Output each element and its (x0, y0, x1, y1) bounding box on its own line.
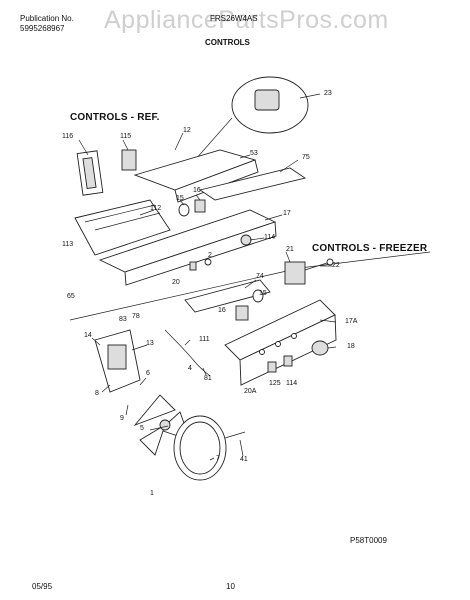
part-label: 8 (95, 390, 99, 397)
part-label: 114 (286, 380, 298, 387)
part-label: 116 (62, 133, 74, 140)
part-label: 113 (62, 241, 74, 248)
section-title-ref: CONTROLS - REF. (70, 112, 160, 123)
part-label: 18 (347, 343, 355, 350)
part-label: 17 (283, 210, 291, 217)
part-label: 20A (244, 388, 257, 395)
part-label: 1 (150, 490, 154, 497)
part-label: 16 (193, 187, 201, 194)
diagram-code: P58T0009 (350, 536, 387, 545)
part-label: 112 (150, 205, 162, 212)
part-label: 14 (84, 332, 92, 339)
part-label: 22 (332, 262, 340, 269)
part-label: 83 (119, 316, 127, 323)
part-label: 115 (120, 133, 132, 140)
part-label: 4 (188, 365, 192, 372)
page-title: CONTROLS (205, 38, 250, 47)
page-number: 10 (226, 582, 235, 591)
part-label: 41 (240, 456, 248, 463)
publication-label: Publication No. (20, 14, 74, 23)
footer-date: 05/95 (32, 582, 53, 591)
part-label: 15 (259, 290, 267, 297)
part-label: 81 (204, 375, 212, 382)
part-label: 2 (208, 252, 212, 259)
part-label: 13 (146, 340, 154, 347)
part-label: 21 (286, 246, 294, 253)
watermark-text: AppliancePartsPros.com (104, 6, 389, 34)
part-label: 7 (216, 455, 220, 462)
publication-number: 5995268967 (20, 24, 65, 33)
part-label: 15 (176, 195, 184, 202)
part-label: 111 (199, 336, 210, 343)
part-label: 12 (183, 127, 191, 134)
part-label: 20 (172, 279, 180, 286)
part-label: 53 (250, 150, 258, 157)
part-label: 74 (256, 273, 264, 280)
part-label: 75 (302, 154, 310, 161)
part-label: 78 (132, 313, 140, 320)
part-label: 23 (324, 90, 332, 97)
model-number: FRS26W4AS (210, 14, 258, 23)
section-title-freezer: CONTROLS - FREEZER (312, 243, 428, 254)
part-label: 114 (264, 234, 276, 241)
part-label: 125 (269, 380, 281, 387)
part-label: 6 (146, 370, 150, 377)
part-label: 9 (120, 415, 124, 422)
part-label: 65 (67, 293, 75, 300)
part-label: 16 (218, 307, 226, 314)
part-label: 17A (345, 318, 358, 325)
part-label: 5 (140, 425, 144, 432)
